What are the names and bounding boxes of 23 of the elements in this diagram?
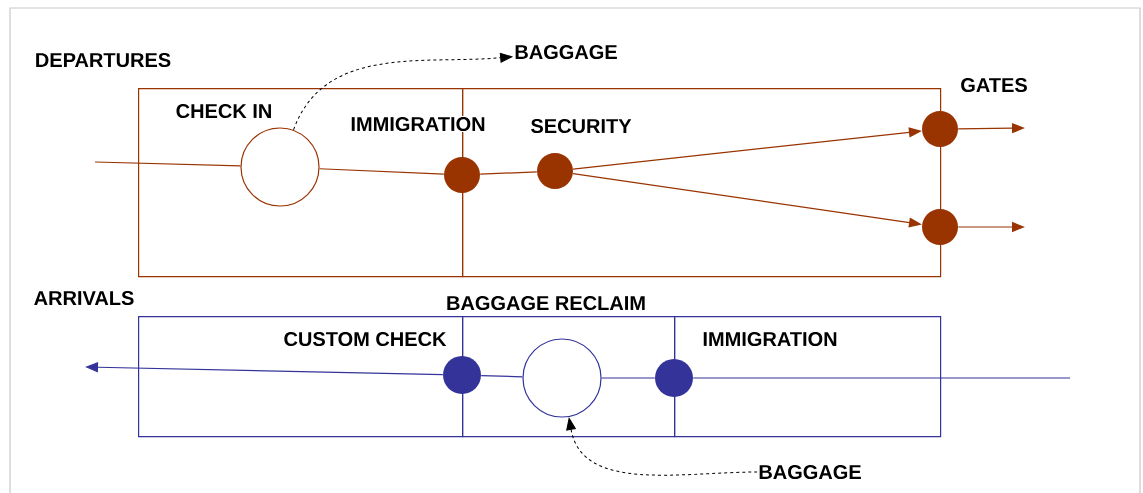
- station-dot: [922, 209, 958, 245]
- flow-line: [479, 171, 538, 175]
- dashed-arrow: [293, 52, 513, 131]
- section-heading: ARRIVALS: [34, 290, 134, 306]
- stage-label: BAGGAGE RECLAIM: [445, 294, 647, 312]
- flow-line: [94, 161, 241, 167]
- flow-line: [601, 377, 656, 379]
- stage-label: SECURITY: [529, 117, 633, 135]
- dashed-arrow: [566, 417, 758, 476]
- area-box: [674, 316, 942, 438]
- flow-label: BAGGAGE: [759, 464, 861, 480]
- flow-line: [318, 168, 445, 175]
- stage-label: IMMIGRATION: [701, 330, 839, 348]
- stage-label: GATES: [959, 76, 1029, 94]
- flow-line: [692, 377, 1071, 379]
- section-heading: DEPARTURES: [36, 52, 171, 68]
- stage-label: CHECK IN: [174, 102, 274, 120]
- flow-label: BAGGAGE: [515, 44, 617, 60]
- stage-label: CUSTOM CHECK: [282, 330, 448, 348]
- flow-line: [480, 374, 523, 378]
- stage-label: IMMIGRATION: [349, 115, 487, 133]
- area-box: [138, 316, 464, 438]
- area-box: [462, 316, 676, 438]
